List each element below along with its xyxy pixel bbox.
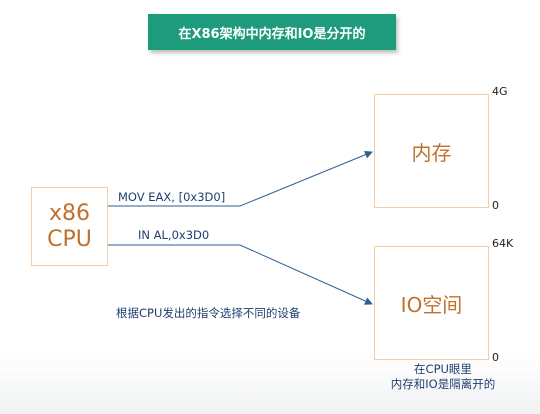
selection-note: 根据CPU发出的指令选择不同的设备: [116, 306, 301, 320]
io-top-mark: 64K: [492, 237, 514, 250]
in-arrow: [106, 244, 373, 305]
caption-line2: 内存和IO是隔离开的: [390, 377, 496, 391]
bottom-fade: [0, 354, 540, 414]
mov-instruction: MOV EAX, [0x3D0]: [118, 190, 226, 204]
memory-bottom-mark: 0: [492, 199, 499, 212]
io-space-box: IO空间: [374, 246, 489, 360]
cpu-box: x86 CPU: [31, 187, 108, 266]
cpu-line2: CPU: [47, 226, 92, 252]
caption-line1: 在CPU眼里: [414, 362, 472, 376]
in-instruction: IN AL,0x3D0: [138, 228, 210, 242]
memory-label: 内存: [411, 140, 452, 165]
title-text: 在X86架构中内存和IO是分开的: [178, 26, 366, 42]
isolation-caption: 在CPU眼里 内存和IO是隔离开的: [378, 362, 508, 392]
title-banner: 在X86架构中内存和IO是分开的: [148, 14, 396, 50]
io-bottom-mark: 0: [492, 351, 499, 364]
io-label: IO空间: [400, 292, 463, 317]
memory-top-mark: 4G: [492, 85, 508, 98]
mov-arrow: [106, 150, 373, 207]
cpu-line1: x86: [48, 200, 90, 226]
memory-box: 内存: [374, 94, 489, 208]
